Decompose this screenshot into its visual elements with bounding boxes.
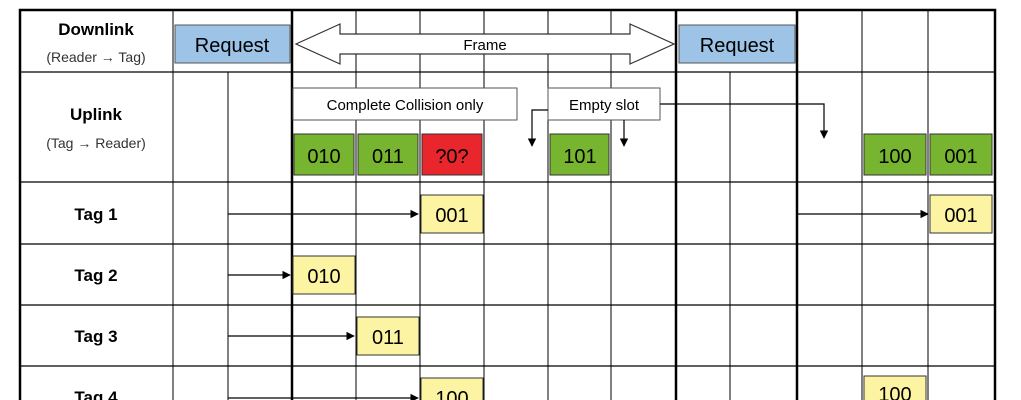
tag4-reply-frame1-label: 100: [435, 388, 468, 400]
callout-collision-label: Complete Collision only: [327, 97, 484, 114]
tag1-reply-frame1: [420, 194, 484, 234]
request-box-1: [174, 24, 291, 64]
empty-slot-arrow-3: [660, 103, 829, 139]
tag1-label: Tag 1: [74, 205, 117, 224]
frame-label: Frame: [463, 37, 506, 54]
tag3-reply-frame1: [356, 316, 420, 356]
tag4-reply-frame2-label: 100: [878, 384, 911, 400]
uplink-slot-100: [863, 133, 927, 176]
empty-slot-arrow-1: [527, 109, 548, 147]
request-label-1: Request: [195, 35, 270, 57]
tag4-reply-frame2: [863, 375, 927, 400]
tag1-reply-frame1-label: 001: [435, 205, 468, 227]
tag3-label: Tag 3: [74, 327, 117, 346]
tag2-label: Tag 2: [74, 266, 117, 285]
tag-replies: 001 001 010 011 100 100: [292, 194, 993, 400]
uplink-slot-collision-label: ?0?: [435, 146, 468, 168]
uplink-row: Complete Collision only Empty slot 010 0…: [292, 87, 993, 176]
request-box-2: [678, 24, 796, 64]
uplink-slot-010: [293, 133, 355, 176]
uplink-slot-collision: [421, 133, 483, 176]
downlink-subtitle: (Reader → Tag): [46, 49, 145, 65]
uplink-slot-011-label: 011: [372, 146, 404, 168]
uplink-slot-010-label: 010: [307, 146, 340, 168]
row-headers: Downlink (Reader → Tag) Uplink (Tag → Re…: [46, 20, 146, 400]
downlink-row: Request Frame Request: [174, 23, 796, 65]
downlink-title: Downlink: [58, 20, 134, 39]
callout-empty-label: Empty slot: [569, 97, 640, 114]
tag4-reply-frame1: [420, 377, 484, 400]
grid: [18, 8, 997, 400]
frame-double-arrow: [294, 23, 676, 65]
uplink-slot-001-label: 001: [944, 146, 977, 168]
uplink-slot-011: [357, 133, 419, 176]
tag1-reply-frame2: [929, 194, 993, 234]
callout-collision: [292, 87, 518, 121]
callout-empty: [547, 87, 661, 121]
uplink-slot-101: [549, 133, 610, 176]
tag1-reply-frame2-label: 001: [944, 205, 977, 227]
tag2-reply-frame1: [292, 255, 356, 295]
uplink-slot-100-label: 100: [878, 146, 911, 168]
tag2-reply-frame1-label: 010: [307, 266, 340, 288]
request-label-2: Request: [700, 35, 775, 57]
tag4-label: Tag 4: [74, 388, 118, 400]
uplink-title: Uplink: [70, 105, 122, 124]
tag3-reply-frame1-label: 011: [372, 327, 404, 349]
tag-arrows: [228, 209, 929, 400]
uplink-subtitle: (Tag → Reader): [46, 135, 146, 151]
uplink-slot-001: [929, 133, 993, 176]
uplink-slot-101-label: 101: [563, 146, 596, 168]
